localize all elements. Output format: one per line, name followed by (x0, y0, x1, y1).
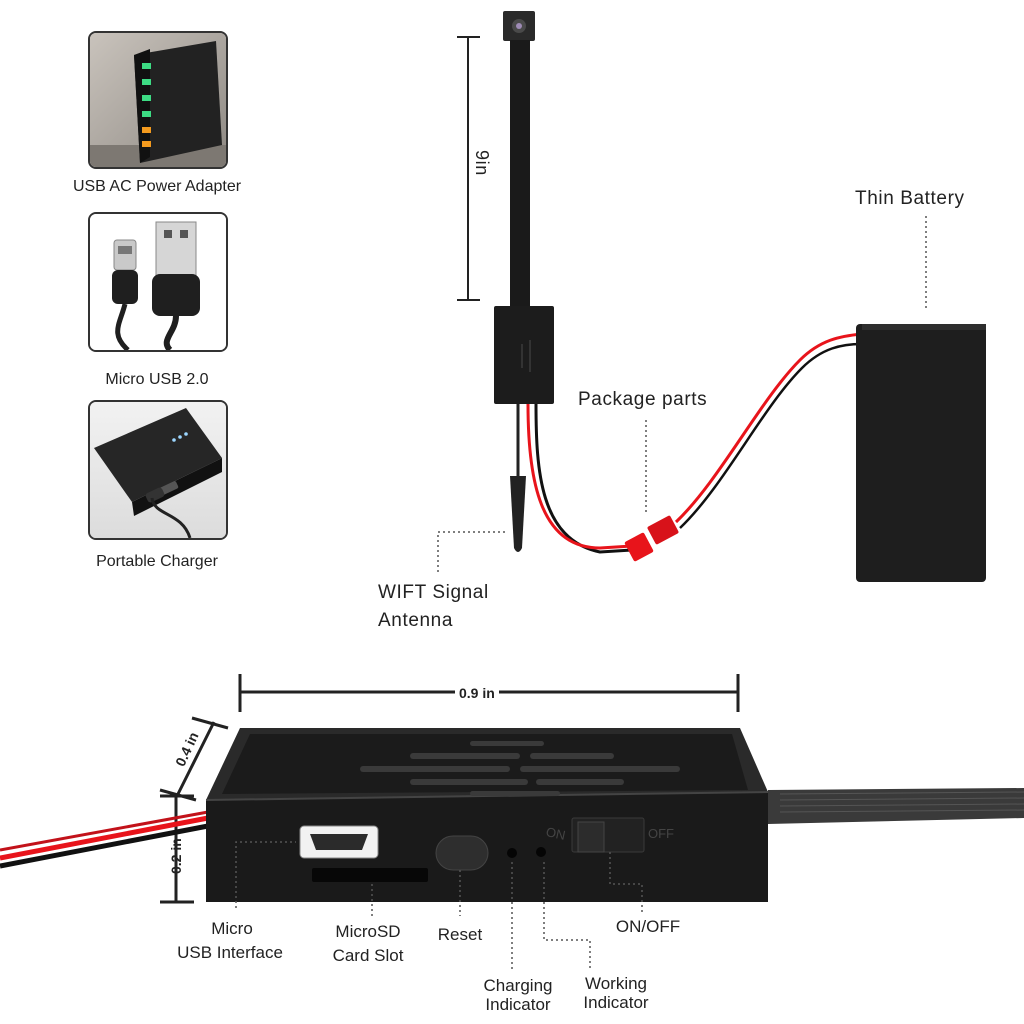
black-wire (536, 404, 632, 552)
vent-slots (360, 741, 680, 796)
thin-battery (856, 324, 986, 582)
ribbon-cable (510, 40, 530, 308)
thin-battery-label: Thin Battery (855, 188, 965, 210)
camera-assembly-diagram (0, 0, 1024, 640)
red-connector-a (624, 532, 654, 562)
charging-indicator-led (507, 848, 517, 858)
reset-label: Reset (420, 925, 500, 945)
onoff-label: ON/OFF (598, 917, 698, 937)
width-label: 0.9 in (455, 685, 499, 701)
charging-label-1: Charging (468, 976, 568, 996)
module-top-face (206, 728, 768, 800)
red-connector-b (647, 515, 679, 545)
working-label-2: Indicator (566, 993, 666, 1013)
microsd-label-1: MicroSD (318, 922, 418, 942)
antenna-label-line2: Antenna (378, 610, 453, 632)
camera-module-front (494, 306, 554, 404)
height-label: 0.2 in (168, 838, 184, 874)
working-indicator-led (536, 847, 546, 857)
power-switch-knob (578, 822, 604, 852)
package-parts-label: Package parts (578, 389, 707, 411)
cable-length-label: 9in (471, 150, 492, 176)
battery-black-lead (680, 344, 862, 528)
battery-red-lead (676, 334, 862, 522)
working-callout-line (544, 862, 590, 970)
usb-interface-label-1: Micro (180, 919, 284, 939)
micro-usb-port (300, 826, 378, 858)
working-label-1: Working (566, 974, 666, 994)
depth-label: 0.4 in (172, 730, 202, 769)
switch-on-label: ON (545, 824, 567, 843)
charging-label-2: Indicator (468, 995, 568, 1015)
switch-off-label: OFF (648, 826, 674, 841)
module-front-face (206, 792, 768, 902)
module-ribbon-cable (768, 788, 1024, 824)
microsd-slot (312, 868, 428, 882)
power-switch-slot (572, 818, 644, 852)
red-wire (528, 404, 632, 548)
usb-callout-line (236, 842, 296, 908)
onoff-callout-line (610, 852, 642, 914)
usb-interface-label-2: USB Interface (160, 943, 300, 963)
wifi-antenna (510, 476, 526, 552)
reset-button (436, 836, 488, 870)
microsd-label-2: Card Slot (318, 946, 418, 966)
antenna-label-line1: WIFT Signal (378, 582, 489, 604)
antenna-callout-line (438, 532, 506, 572)
